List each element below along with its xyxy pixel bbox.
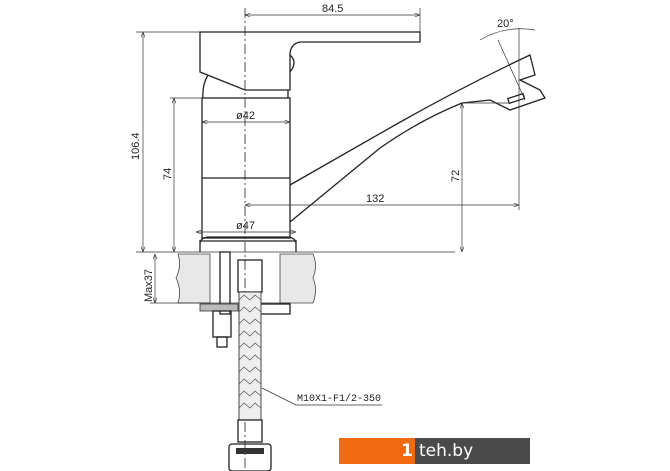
- braided-hose: [238, 291, 262, 421]
- faucet-base: [199, 236, 297, 252]
- logo: 1 teh.by: [339, 438, 530, 464]
- countertop-right: [279, 253, 316, 304]
- countertop-left: [175, 253, 211, 304]
- handle-button: [289, 54, 295, 73]
- angle-reference-line: [497, 39, 526, 101]
- dim-spout-reach: 132: [366, 193, 384, 205]
- union-nut-seal: [236, 448, 264, 454]
- faucet-body: [201, 97, 291, 239]
- dim-total-height: 106.4: [130, 132, 142, 160]
- nut: [212, 310, 232, 338]
- dim-spout-height: 72: [450, 170, 462, 182]
- lever-handle: [199, 31, 421, 91]
- hose-fitting-top: [237, 259, 263, 293]
- leader-line: [261, 387, 382, 406]
- washer: [199, 303, 239, 312]
- dim-spout-angle: 20°: [497, 18, 514, 30]
- handle-neck: [202, 74, 289, 99]
- plate: [259, 303, 291, 315]
- dim-handle-reach: 84.5: [322, 3, 343, 15]
- logo-prefix: 1: [401, 441, 413, 461]
- angle-arc: [479, 28, 536, 41]
- aerator: [506, 92, 526, 105]
- mounting-stud: [219, 251, 231, 315]
- dim-base-diameter: ø47: [236, 220, 255, 232]
- spout: [289, 54, 546, 223]
- hose-braid-pattern: [238, 294, 262, 409]
- dim-max-countertop: Max37: [143, 269, 155, 302]
- hose-label: M10X1-F1/2-350: [297, 393, 381, 405]
- stud-end: [216, 336, 228, 348]
- dim-body-diameter: ø42: [236, 110, 255, 122]
- union-nut: [228, 443, 272, 471]
- logo-orange-block: 1: [339, 438, 415, 464]
- logo-text: teh.by: [415, 438, 530, 464]
- hose-fitting-bottom: [237, 419, 263, 443]
- dim-body-height: 74: [162, 168, 174, 180]
